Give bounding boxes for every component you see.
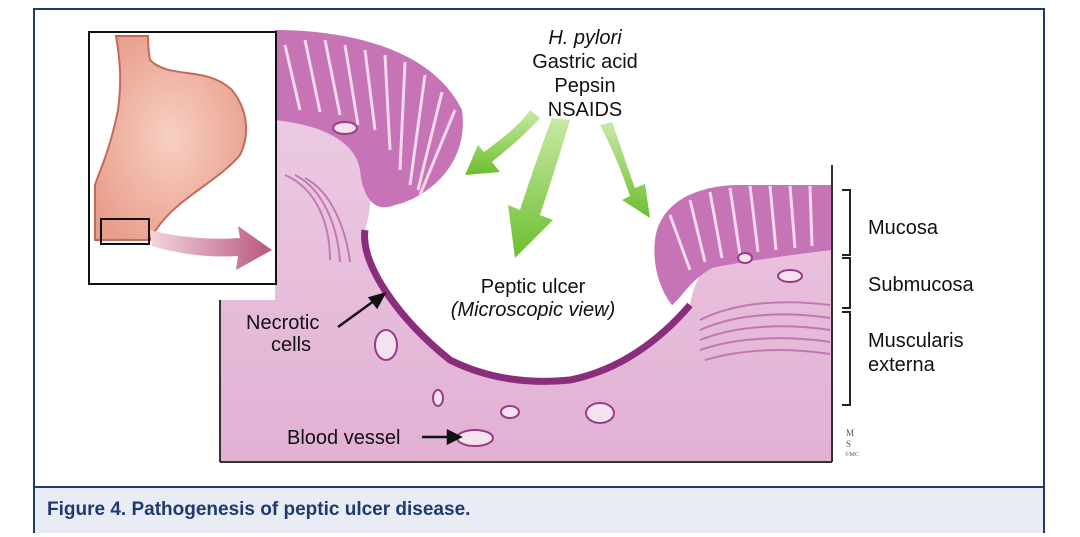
necrotic-label-1: Necrotic: [246, 312, 320, 334]
cause-hpylori-label: H. pylori: [548, 27, 622, 49]
tissue-block: [219, 30, 833, 463]
layer-brackets: [842, 189, 851, 406]
pointer-arrows: [337, 291, 463, 446]
ulcer-title-label: Peptic ulcer: [480, 276, 586, 298]
layer-submucosa-label: Submucosa: [868, 274, 974, 296]
cause-arrows: [465, 110, 650, 258]
mucosa-left: [275, 30, 463, 208]
mucosa-right: [654, 185, 832, 305]
caption-band: Figure 4. Pathogenesis of peptic ulcer d…: [35, 486, 1043, 533]
cause-pepsin-label: Pepsin: [554, 75, 616, 97]
necrotic-label-2: cells: [271, 334, 312, 356]
layer-muscularis-label-2: externa: [868, 354, 935, 376]
blood-vessel-label: Blood vessel: [287, 427, 401, 449]
figure-caption: Figure 4. Pathogenesis of peptic ulcer d…: [47, 499, 471, 520]
svg-text:S: S: [846, 439, 851, 449]
ulcer-subtitle-label: (Microscopic view): [450, 299, 616, 321]
cause-gastric-acid-label: Gastric acid: [532, 51, 638, 73]
svg-text:©MC: ©MC: [845, 451, 859, 458]
stomach-inset: [88, 31, 277, 285]
layer-mucosa-label: Mucosa: [868, 217, 939, 239]
blood-vessel: [456, 429, 494, 447]
layer-muscularis-label-1: Muscularis: [868, 330, 964, 352]
cause-nsaids-label: NSAIDS: [547, 99, 623, 121]
svg-text:M: M: [846, 428, 854, 438]
illustrator-mark: M S ©MC: [845, 428, 859, 458]
